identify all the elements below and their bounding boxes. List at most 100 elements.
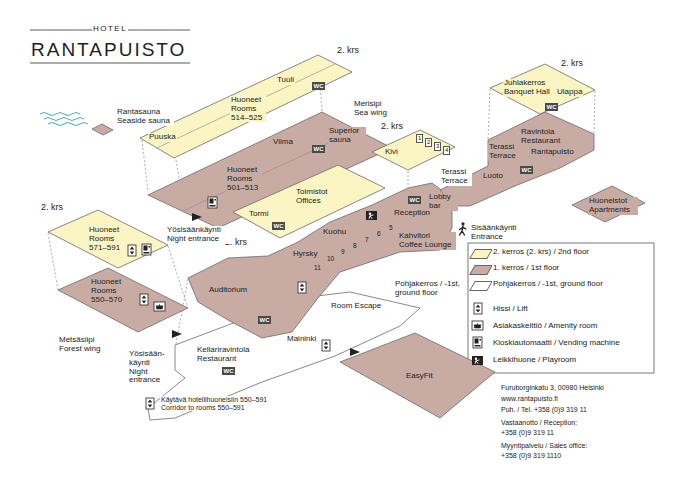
drop-line <box>48 233 58 290</box>
floor-shape <box>340 333 495 418</box>
drop-line <box>142 140 148 192</box>
contact-line: +358 (0)9 319 11 <box>500 429 555 437</box>
legend-text: Asiakaskeittiö / Amenity room <box>492 322 598 331</box>
drop-line <box>488 89 490 140</box>
room-number: 4 <box>443 146 450 155</box>
area-label: Puuska <box>148 133 177 142</box>
logo-rule <box>30 30 92 31</box>
logo-rule <box>30 63 190 64</box>
legend-swatch <box>469 281 493 291</box>
wc-sign: WC <box>312 145 325 153</box>
lift-icon <box>128 245 136 256</box>
floor-shape <box>572 186 645 222</box>
wave <box>40 113 80 116</box>
wc-sign: WC <box>545 103 558 111</box>
stair-number: 10 <box>326 255 335 262</box>
floor-area: Juhlakerros Banquet Hall2. krsUlappa <box>490 64 595 114</box>
area-label: Huoneet Rooms 571–591 <box>88 226 124 252</box>
corridor-label: Käytävä hotellihuoneisiin 550–591 Corrid… <box>160 396 294 411</box>
logo-rules <box>30 30 190 63</box>
vending-icon <box>473 337 482 348</box>
area-label: Tuuli <box>276 76 295 85</box>
floor-area: Huoneistot Apartments <box>572 186 645 222</box>
area-label: Ravintola Restaurant <box>520 128 568 146</box>
area-label: Kahvitori Coffee Lounge <box>398 232 456 250</box>
vending-icon <box>142 244 151 255</box>
area-label: Huoneet Rooms 550–570 <box>90 278 126 304</box>
area-label: Juhlakerros Banquet Hall <box>503 79 553 97</box>
entrance-person-icon <box>460 222 466 235</box>
area-label: Kuohu <box>322 228 347 237</box>
area-label: Auditorium <box>208 286 248 295</box>
night-entrance-icon <box>172 330 182 338</box>
floor-area: Rantasauna Seaside sauna <box>92 124 113 135</box>
floor-shape <box>48 210 168 268</box>
legend-text: 1. kerros / 1st floor <box>492 264 560 273</box>
night-entrance-icon <box>350 348 360 356</box>
wc-sign: WC <box>272 222 285 230</box>
floor-shape <box>140 55 352 158</box>
contact-line: www.rantapuisto.fi <box>500 395 559 403</box>
vending-icon <box>208 197 217 208</box>
drop-line <box>594 91 595 134</box>
area-label: Huoneet Rooms 514–525 <box>230 96 266 122</box>
playroom-icon <box>366 211 377 220</box>
floor-shape <box>440 112 594 206</box>
corridor-line <box>157 64 335 148</box>
drop-line <box>168 246 188 308</box>
floor-tag: 2. krs <box>40 203 64 213</box>
area-label: Pohjakerros / -1st, ground floor <box>394 280 466 298</box>
logo-title: RANTAPUISTO <box>30 40 187 59</box>
stair-number: 9 <box>340 248 346 255</box>
wc-sign: WC <box>408 196 421 204</box>
area-label: Rantapuisto <box>530 148 575 157</box>
floor-shape <box>58 268 188 332</box>
floor-area: Huoneet Rooms 550–570Metsäsiipi Forest w… <box>58 268 188 332</box>
area-label: Metsäsiipi Forest wing <box>58 336 108 354</box>
legend-swatch <box>469 265 493 275</box>
floor-area: 2. krsTuuliHuoneet Rooms 514–525Puuska <box>140 55 352 158</box>
area-label: Huoneet Rooms 501–513 <box>226 166 262 192</box>
contact-line: +358 (0)9 319 1110 <box>500 452 562 460</box>
room-number: 1 <box>416 134 423 143</box>
legend-frame <box>468 243 654 373</box>
stair-number: 7 <box>364 236 370 243</box>
area-label: Yösisään- käynti Night entrance <box>128 350 168 385</box>
area-label: Sisäänkäynti Entrance <box>470 224 520 242</box>
wc-sign: WC <box>222 367 235 375</box>
room-number: 3 <box>434 142 441 151</box>
amenity-icon <box>472 321 483 330</box>
wave <box>44 118 84 121</box>
area-label: Superior sauna <box>328 127 366 145</box>
stair-number: 5 <box>388 224 394 231</box>
floor-shape <box>372 130 455 170</box>
area-label: Tormi <box>248 210 270 219</box>
area-label: Kivi <box>384 148 399 157</box>
area-label: Merisipi Sea wing <box>353 100 395 118</box>
lift-icon <box>298 282 306 293</box>
lift-icon <box>322 340 330 351</box>
contact-line: Puh. / Tel. +358 (0)9 319 11 <box>500 406 588 414</box>
floor-tag: 2. krs <box>560 59 584 69</box>
area-label: Kellariravintola Restaurant <box>196 346 262 364</box>
area-label: Ulappa <box>556 88 583 97</box>
floor-area: EasyFit <box>340 333 495 418</box>
area-label: Rantasauna Seaside sauna <box>116 108 174 126</box>
legend-text: Leikkihuone / Playroom <box>492 356 577 365</box>
stair-number: 11 <box>313 264 322 271</box>
wc-sign: WC <box>312 82 325 90</box>
stair-number: 8 <box>352 242 358 249</box>
area-label: Maininki <box>286 335 317 344</box>
floor-area: 2. krsHuoneet Rooms 571–591 <box>48 210 168 268</box>
floor-shape <box>92 124 113 135</box>
lift-icon <box>474 303 482 314</box>
stair-number: 6 <box>376 230 382 237</box>
floor-area: Ravintola RestaurantRantapuistoTerassi T… <box>440 112 594 206</box>
amenity-icon <box>154 302 165 311</box>
logo-rule <box>128 30 190 31</box>
lift-icon <box>140 294 148 305</box>
lift-icon <box>146 398 154 409</box>
sea-waves <box>40 113 88 126</box>
floor-shape <box>233 165 385 238</box>
